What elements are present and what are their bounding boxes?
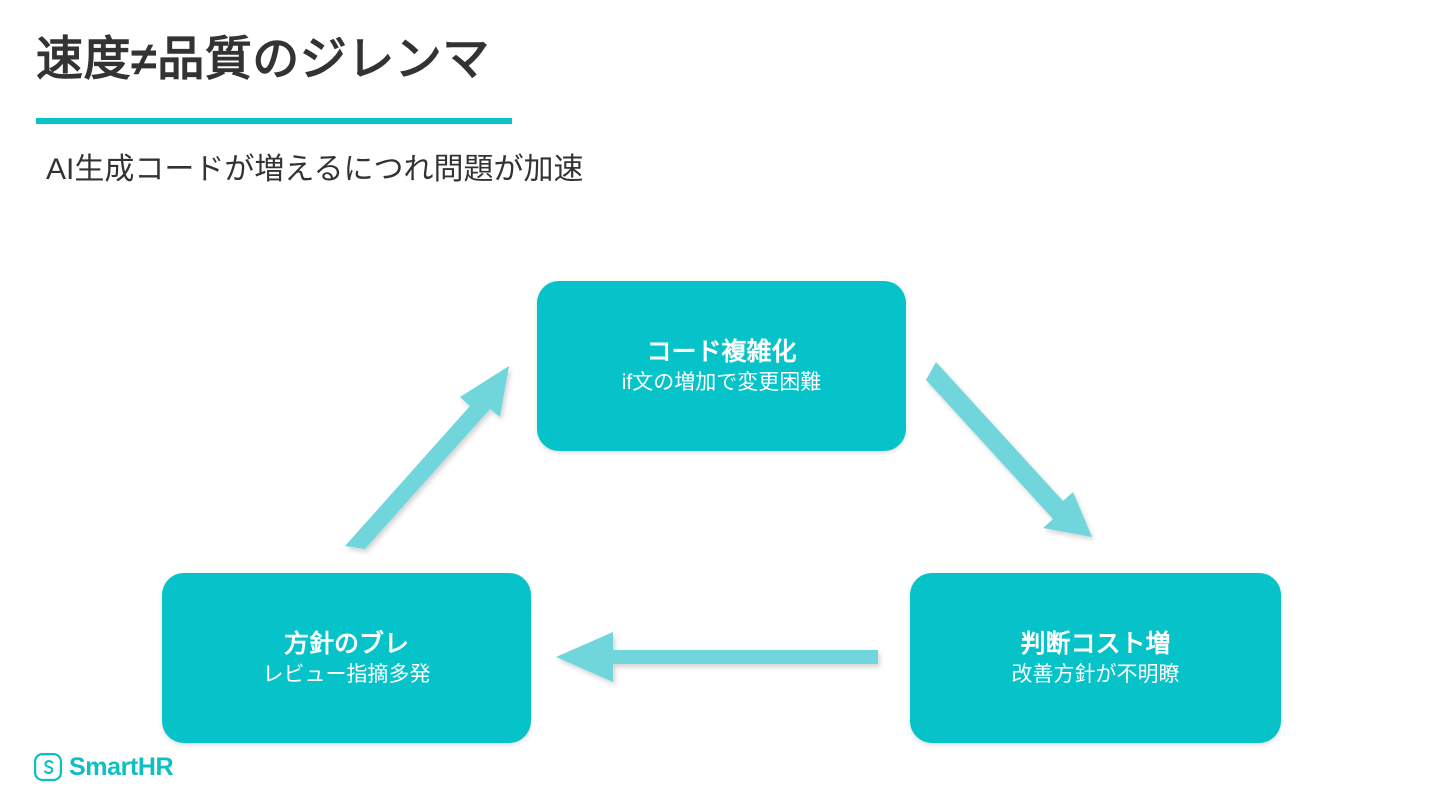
node-subtitle: レビュー指摘多発 [262, 662, 431, 686]
smarthr-logo: SmartHR [33, 752, 174, 782]
node-title: コード複雑化 [646, 337, 797, 366]
node-subtitle: 改善方針が不明瞭 [1011, 662, 1180, 686]
page-title: 速度≠品質のジレンマ [36, 32, 490, 85]
smarthr-s-icon [33, 752, 63, 782]
title-underline-rule [36, 118, 512, 124]
node-title: 方針のブレ [283, 629, 409, 658]
node-title: 判断コスト増 [1020, 629, 1171, 658]
diagram-node-judgement-cost[interactable]: 判断コスト増 改善方針が不明瞭 [910, 573, 1281, 743]
diagram-node-code-complexity[interactable]: コード複雑化 if文の増加で変更困難 [537, 281, 906, 451]
arrow-right-to-left-icon [556, 632, 878, 682]
logo-wordmark: SmartHR [69, 752, 174, 781]
node-subtitle: if文の増加で変更困難 [621, 370, 822, 394]
diagram-node-policy-drift[interactable]: 方針のブレ レビュー指摘多発 [162, 573, 531, 743]
arrow-left-to-top-icon [345, 366, 509, 549]
page-subtitle: AI生成コードが増えるにつれ問題が加速 [46, 153, 584, 186]
arrow-top-to-right-icon [926, 362, 1092, 537]
